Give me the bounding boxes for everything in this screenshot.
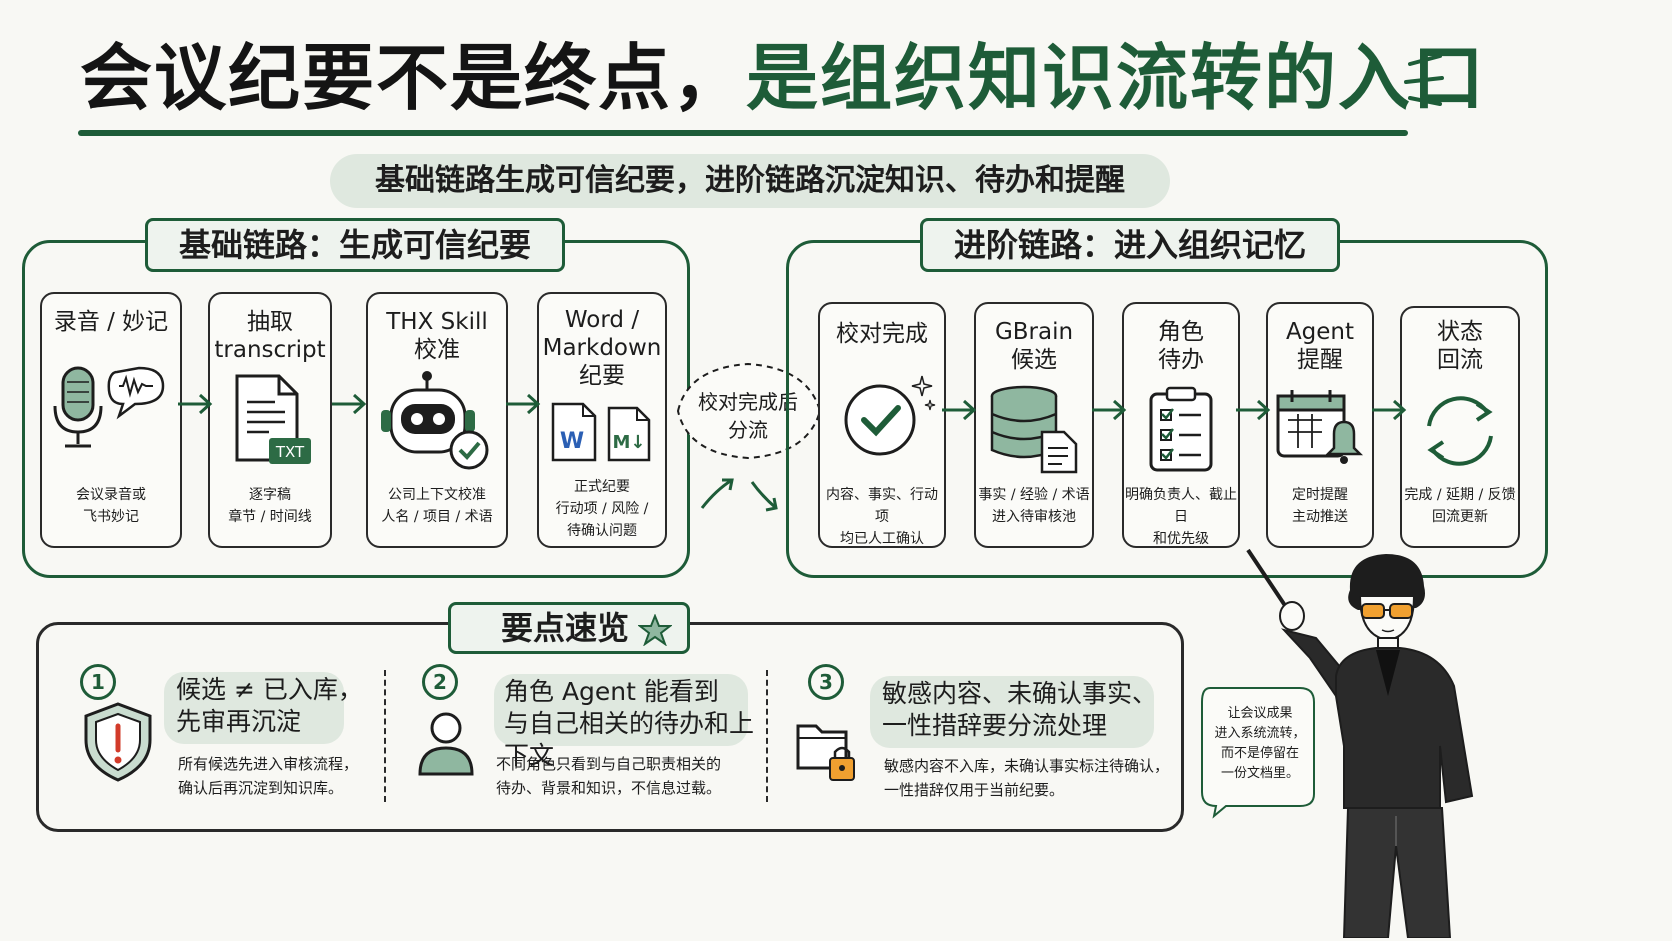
divider (766, 670, 768, 802)
refresh-icon (1402, 390, 1518, 472)
card-word-markdown: Word / Markdown 纪要 W M↓ 正式纪要 行动项 / 风险 / … (537, 292, 667, 548)
keypoint-title-highlight (494, 674, 748, 746)
card-desc: 定时提醒 主动推送 (1292, 487, 1348, 525)
split-label: 校对完成后 分流 (698, 390, 798, 442)
title-underline (78, 130, 1408, 136)
arrow-right-icon (1092, 399, 1127, 421)
keypoint-desc: 不同角色只看到与自己职责相关的 待办、背景和知识，不信息过载。 (496, 755, 722, 797)
keypoints-label: 要点速览 (448, 602, 690, 654)
arrow-right-icon (506, 393, 541, 415)
svg-text:TXT: TXT (275, 443, 305, 461)
arrow-right-icon (942, 399, 977, 421)
keypoint-title: 候选 ≠ 已入库， 先审再沉淀 (176, 675, 363, 736)
card-title: 抽取 transcript (214, 309, 326, 363)
page-title: 会议纪要不是终点，是组织知识流转的入口 (80, 28, 1484, 128)
card-desc: 事实 / 经验 / 术语 进入待审核池 (978, 487, 1090, 525)
keypoint-desc: 敏感内容不入库，未确认事实标注待确认， 一性措辞仅用于当前纪要。 (884, 757, 1170, 799)
title-part-1: 会议纪要不是终点， (80, 36, 747, 120)
keypoint-title: 敏感内容、未确认事实、 一性措辞要分流处理 (882, 679, 1158, 740)
microphone-icon (42, 362, 180, 452)
card-title: Word / Markdown 纪要 (542, 307, 662, 389)
txt-document-icon: TXT (210, 372, 330, 468)
card-desc: 完成 / 延期 / 反馈 回流更新 (1404, 487, 1516, 525)
keypoint-number: 2 (422, 664, 458, 700)
keypoint-title-highlight (870, 676, 1154, 748)
speech-bubble-outline (1201, 687, 1315, 819)
calendar-bell-icon (1268, 386, 1372, 474)
divider (384, 670, 386, 802)
word-markdown-icon: W M↓ (539, 400, 665, 466)
checklist-icon (1124, 386, 1238, 472)
shield-alert-icon (84, 702, 152, 782)
svg-text:W: W (560, 429, 584, 454)
keypoint-number: 3 (808, 664, 844, 700)
keypoint-title-highlight (164, 672, 344, 744)
card-title: 角色 待办 (1158, 319, 1204, 373)
card-gbrain: GBrain 候选 事实 / 经验 / 术语 进入待审核池 (974, 302, 1094, 548)
robot-icon (368, 370, 506, 474)
card-title: Agent 提醒 (1285, 319, 1355, 373)
arrow-right-icon (1372, 399, 1407, 421)
card-title: THX Skill 校准 (386, 309, 488, 363)
keypoint-desc: 所有候选先进入审核流程， 确认后再沉淀到知识库。 (178, 755, 359, 797)
card-desc: 明确负责人、截止日 和优先级 (1125, 487, 1237, 547)
presenter-illustration (1246, 548, 1474, 938)
card-desc: 内容、事实、行动项 均已人工确认 (826, 487, 938, 547)
person-icon (418, 712, 474, 776)
card-recording: 录音 / 妙记 会议录音或 飞书妙记 (40, 292, 182, 548)
arrow-right-icon (178, 393, 213, 415)
card-desc: 正式纪要 行动项 / 风险 / 待确认问题 (555, 479, 649, 539)
card-desc: 逐字稿 章节 / 时间线 (228, 487, 312, 525)
card-title: 状态 回流 (1437, 319, 1483, 373)
star-icon (638, 614, 672, 646)
arrow-right-icon (332, 393, 367, 415)
arrow-right-icon (1236, 399, 1271, 421)
card-desc: 会议录音或 飞书妙记 (76, 487, 146, 525)
folder-lock-icon (796, 724, 855, 781)
emphasis-marks-icon (1404, 54, 1444, 106)
database-icon (976, 384, 1092, 474)
branch-arrows-icon (700, 478, 778, 512)
subtitle: 基础链路生成可信纪要，进阶链路沉淀知识、待办和提醒 (375, 163, 1125, 198)
card-proofread: 校对完成 内容、事实、行动项 均已人工确认 (818, 302, 946, 548)
card-status-return: 状态 回流 完成 / 延期 / 反馈 回流更新 (1400, 306, 1520, 548)
basic-chain-label: 基础链路：生成可信纪要 (145, 218, 565, 272)
title-part-2: 是组织知识流转的入口 (746, 36, 1487, 120)
keypoint-title: 角色 Agent 能看到 与自己相关的待办和上下文 (504, 677, 755, 770)
svg-text:M↓: M↓ (613, 432, 646, 453)
check-circle-icon (820, 370, 944, 460)
card-transcript: 抽取 transcript TXT 逐字稿 章节 / 时间线 (208, 292, 332, 548)
subtitle-highlight (330, 154, 1170, 208)
card-title: GBrain 候选 (994, 319, 1074, 373)
card-title: 校对完成 (836, 321, 928, 347)
card-thx-skill: THX Skill 校准 公司上下文校准 人名 / 项目 / 术语 (366, 292, 508, 548)
card-title: 录音 / 妙记 (53, 309, 169, 335)
keypoint-number: 1 (80, 664, 116, 700)
speech-bubble-text: 让会议成果 进入系统流转， 而不是停留在 一份文档里。 (1214, 706, 1306, 781)
card-desc: 公司上下文校准 人名 / 项目 / 术语 (381, 487, 493, 525)
card-role-todo: 角色 待办 明确负责人、截止日 和优先级 (1122, 302, 1240, 548)
advanced-chain-label: 进阶链路：进入组织记忆 (920, 218, 1340, 272)
card-agent-reminder: Agent 提醒 定时提醒 主动推送 (1266, 302, 1374, 548)
split-bubble-outline (676, 362, 822, 460)
